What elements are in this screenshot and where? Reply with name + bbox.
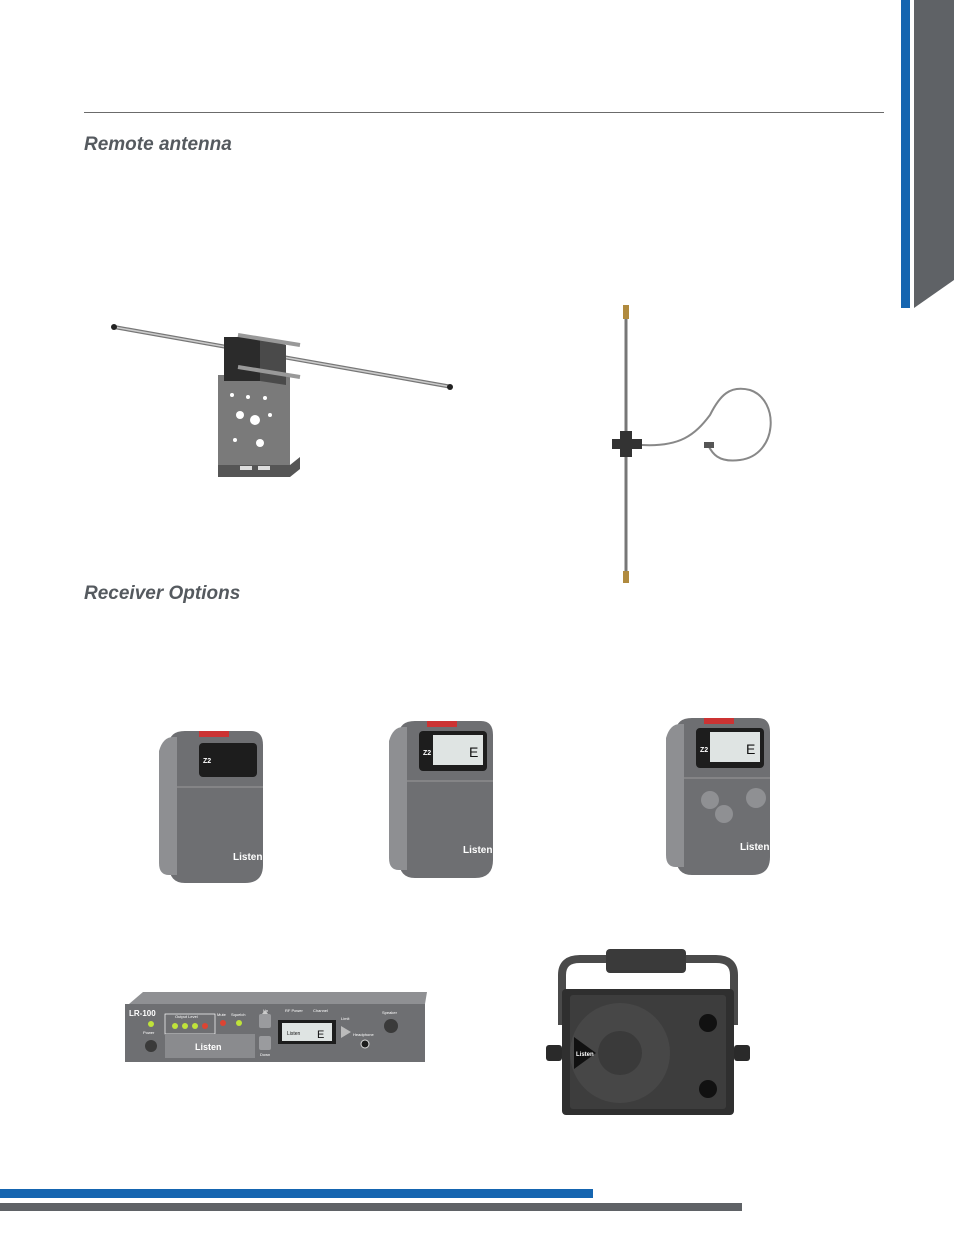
rack-rf-power-label: RF Power xyxy=(285,1008,303,1013)
rack-channel-label: Channel xyxy=(313,1008,328,1013)
rack-squelch-label: Squelch xyxy=(231,1012,245,1017)
footer-bar-grey xyxy=(0,1203,742,1211)
receiver-lcd-channel: E xyxy=(469,744,478,760)
rack-power-label: Power xyxy=(143,1030,155,1035)
receiver-basic-model: Z2 xyxy=(203,758,211,765)
speaker-image: Listen xyxy=(546,949,750,1115)
rack-output-level-label: Output Level xyxy=(175,1014,198,1019)
footer-bar-blue xyxy=(0,1189,593,1198)
receiver-buttons-model: Z2 xyxy=(700,747,708,754)
top-rule xyxy=(84,112,884,113)
side-tab-blue xyxy=(901,0,910,308)
rack-model: LR-100 xyxy=(129,1009,156,1018)
heading-remote-antenna: Remote antenna xyxy=(84,134,232,155)
rack-headphone-label: Headphone xyxy=(353,1032,374,1037)
receiver-buttons-brand: Listen xyxy=(740,842,769,853)
receiver-basic-image: Z2 Listen xyxy=(159,731,263,883)
rack-up-label: Up xyxy=(263,1008,269,1013)
rack-lcd-brand: Listen xyxy=(287,1031,301,1037)
remote-antenna-bracket-image xyxy=(111,324,453,477)
speaker-brand: Listen xyxy=(576,1052,594,1058)
receiver-buttons-image: Z2 E Listen xyxy=(666,718,770,875)
receiver-buttons-channel: E xyxy=(746,741,755,757)
rack-down-label: Down xyxy=(260,1052,270,1057)
receiver-lcd-brand: Listen xyxy=(463,845,492,856)
rack-receiver-image: LR-100 Power Output Level Mute Squelch L… xyxy=(125,992,427,1062)
side-tab-grey xyxy=(914,0,954,308)
rack-brand: Listen xyxy=(195,1042,222,1052)
receiver-lcd-image: Z2 E Listen xyxy=(389,721,493,878)
rack-lcd-channel: E xyxy=(317,1029,324,1041)
receiver-basic-brand: Listen xyxy=(233,852,262,863)
heading-receiver-options: Receiver Options xyxy=(84,583,241,604)
rack-speaker-label: Speaker xyxy=(382,1010,398,1015)
side-tab-corner xyxy=(914,280,954,308)
receiver-lcd-model: Z2 xyxy=(423,750,431,757)
dipole-antenna-image xyxy=(612,305,772,583)
rack-mute-label: Mute xyxy=(217,1012,227,1017)
rack-limit-label: Limit xyxy=(341,1016,350,1021)
